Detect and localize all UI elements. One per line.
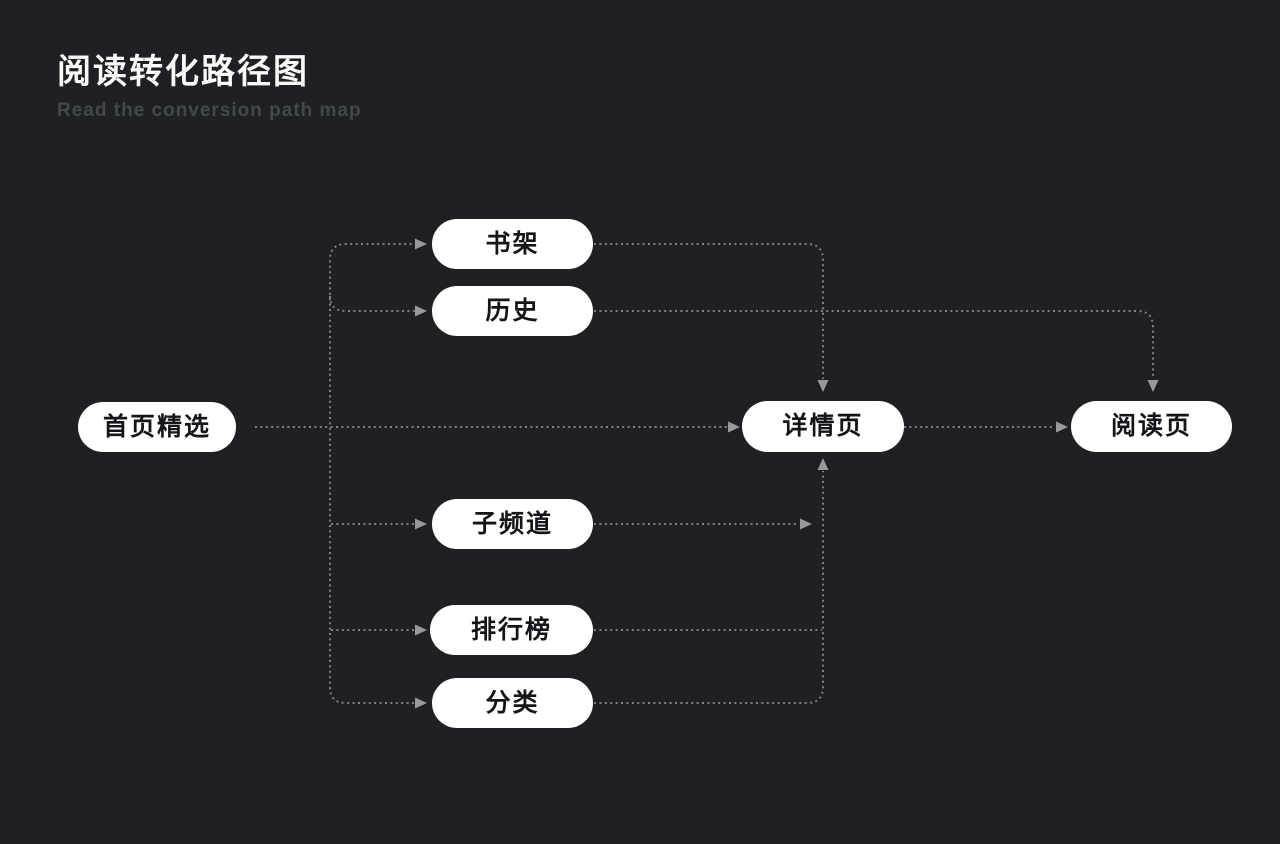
- edge-home-history: [329, 295, 415, 312]
- page-title: 阅读转化路径图: [57, 53, 309, 91]
- node-history-label: 历史: [485, 296, 540, 325]
- node-ranking: 排行榜: [430, 605, 593, 655]
- header: 阅读转化路径图 Read the conversion path map: [57, 52, 362, 122]
- node-detail: 详情页: [742, 401, 904, 452]
- arrowhead-right-ranking: [415, 624, 427, 636]
- arrowhead-right-category: [415, 697, 427, 709]
- node-read-label: 阅读页: [1110, 412, 1192, 440]
- arrowhead-right-read: [1056, 421, 1068, 433]
- node-history: 历史: [432, 286, 593, 336]
- arrowhead-right-riser: [800, 518, 812, 530]
- node-home: 首页精选: [78, 402, 236, 452]
- arrowhead-up-detail: [817, 458, 829, 470]
- edge-history-read: [594, 310, 1154, 379]
- arrowhead-right-detail: [728, 421, 740, 433]
- node-category: 分类: [432, 678, 593, 728]
- arrowhead-down-read: [1147, 380, 1159, 392]
- arrowhead-down-detail: [817, 380, 829, 392]
- page-subtitle: Read the conversion path map: [57, 99, 362, 121]
- node-shelf-label: 书架: [485, 229, 540, 258]
- node-detail-label: 详情页: [782, 412, 864, 440]
- node-subchannel: 子频道: [432, 499, 593, 549]
- node-category-label: 分类: [485, 688, 540, 717]
- arrowhead-right-subchannel: [415, 518, 427, 530]
- node-read: 阅读页: [1071, 401, 1232, 452]
- node-subchannel-label: 子频道: [471, 509, 553, 538]
- node-home-label: 首页精选: [102, 412, 211, 441]
- node-ranking-label: 排行榜: [470, 615, 552, 644]
- arrowhead-right-shelf: [415, 238, 427, 250]
- edge-category-detail: [594, 471, 824, 704]
- edge-home-trunk: [329, 243, 417, 704]
- arrowhead-right-history: [415, 305, 427, 317]
- edge-shelf-detail: [594, 243, 824, 379]
- node-shelf: 书架: [432, 219, 593, 269]
